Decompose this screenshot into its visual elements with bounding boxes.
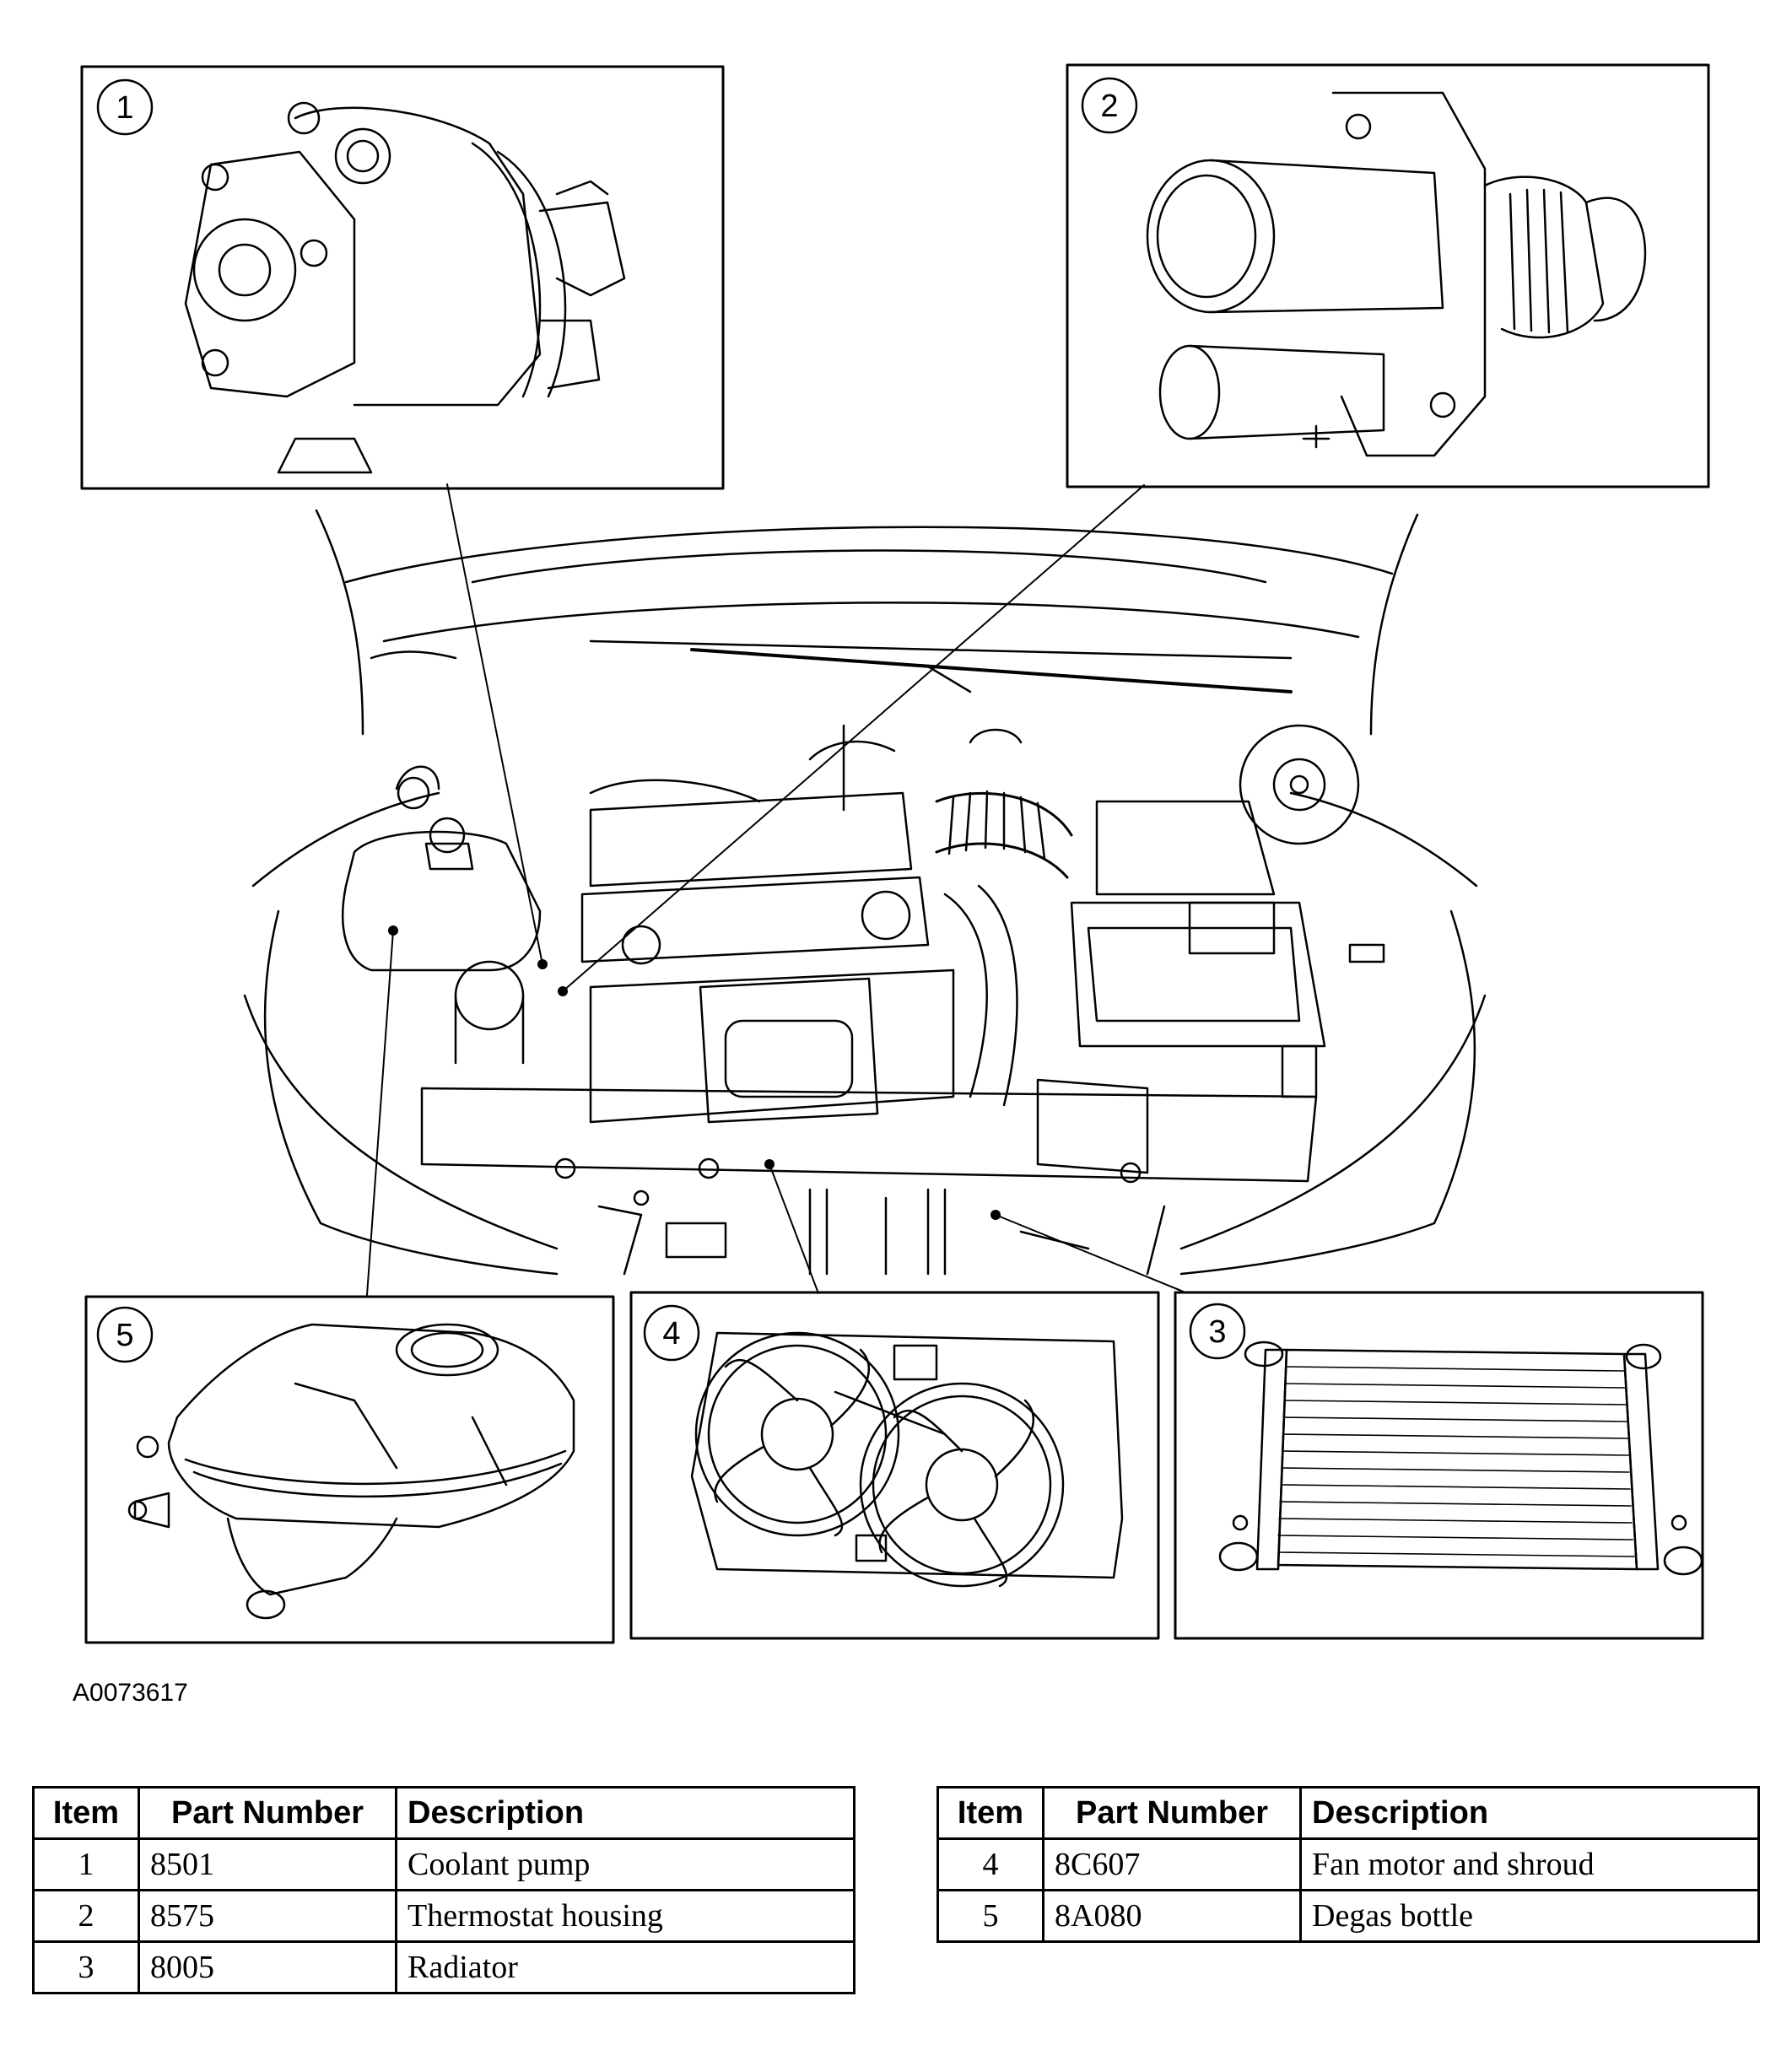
table-row: 1 8501 Coolant pump <box>32 1837 856 1891</box>
callout-4: 4 <box>662 1316 680 1352</box>
cell-item: 4 <box>936 1837 1044 1891</box>
cell-part-number: 8A080 <box>1042 1889 1302 1943</box>
leader-dot-4 <box>764 1159 775 1169</box>
cell-item: 2 <box>32 1889 140 1943</box>
cell-part-number: 8005 <box>138 1940 397 1994</box>
leader-line-3 <box>995 1214 1186 1293</box>
cooling-system-diagram: 1 2 <box>80 63 1710 1644</box>
parts-table-right: Item Part Number Description 4 8C607 Fan… <box>936 1786 1760 1943</box>
leader-dot-5 <box>388 925 398 936</box>
leader-lines <box>366 483 1186 1296</box>
header-item: Item <box>32 1786 140 1840</box>
cell-item: 1 <box>32 1837 140 1891</box>
cell-description: Fan motor and shroud <box>1299 1837 1760 1891</box>
leader-dot-2 <box>558 986 568 996</box>
cell-description: Degas bottle <box>1299 1889 1760 1943</box>
leader-line-2 <box>562 484 1145 992</box>
callout-1: 1 <box>116 90 133 126</box>
leader-dots <box>388 925 1001 1220</box>
cell-description: Radiator <box>395 1940 856 1994</box>
callout-3: 3 <box>1208 1314 1226 1350</box>
cell-part-number: 8501 <box>138 1837 397 1891</box>
callout-5: 5 <box>116 1318 133 1353</box>
leader-dot-1 <box>537 959 548 969</box>
cell-item: 5 <box>936 1889 1044 1943</box>
table-row: 2 8575 Thermostat housing <box>32 1889 856 1943</box>
cell-description: Thermostat housing <box>395 1889 856 1943</box>
cell-part-number: 8575 <box>138 1889 397 1943</box>
leader-line-5 <box>366 930 394 1296</box>
detail-box-radiator: 3 <box>1174 1291 1704 1640</box>
header-description: Description <box>1299 1786 1760 1840</box>
table-header-row: Item Part Number Description <box>32 1786 856 1840</box>
leader-dot-3 <box>990 1210 1001 1220</box>
callout-2: 2 <box>1100 89 1118 124</box>
header-item: Item <box>936 1786 1044 1840</box>
cell-item: 3 <box>32 1940 140 1994</box>
table-row: 3 8005 Radiator <box>32 1940 856 1994</box>
detail-box-coolant-pump: 1 <box>80 65 725 490</box>
table-row: 4 8C607 Fan motor and shroud <box>936 1837 1760 1891</box>
table-header-row: Item Part Number Description <box>936 1786 1760 1840</box>
parts-table-left: Item Part Number Description 1 8501 Cool… <box>32 1786 856 1994</box>
detail-box-fan-shroud: 4 <box>629 1291 1160 1640</box>
leader-line-4 <box>769 1163 819 1294</box>
detail-box-degas-bottle: 5 <box>84 1295 615 1644</box>
cell-description: Coolant pump <box>395 1837 856 1891</box>
header-part-number: Part Number <box>1042 1786 1302 1840</box>
table-row: 5 8A080 Degas bottle <box>936 1889 1760 1943</box>
leader-line-1 <box>446 483 543 965</box>
header-part-number: Part Number <box>138 1786 397 1840</box>
engine-bay-illustration <box>243 509 1487 1276</box>
cell-part-number: 8C607 <box>1042 1837 1302 1891</box>
figure-id: A0073617 <box>73 1679 188 1707</box>
detail-box-thermostat-housing: 2 <box>1066 63 1710 488</box>
header-description: Description <box>395 1786 856 1840</box>
